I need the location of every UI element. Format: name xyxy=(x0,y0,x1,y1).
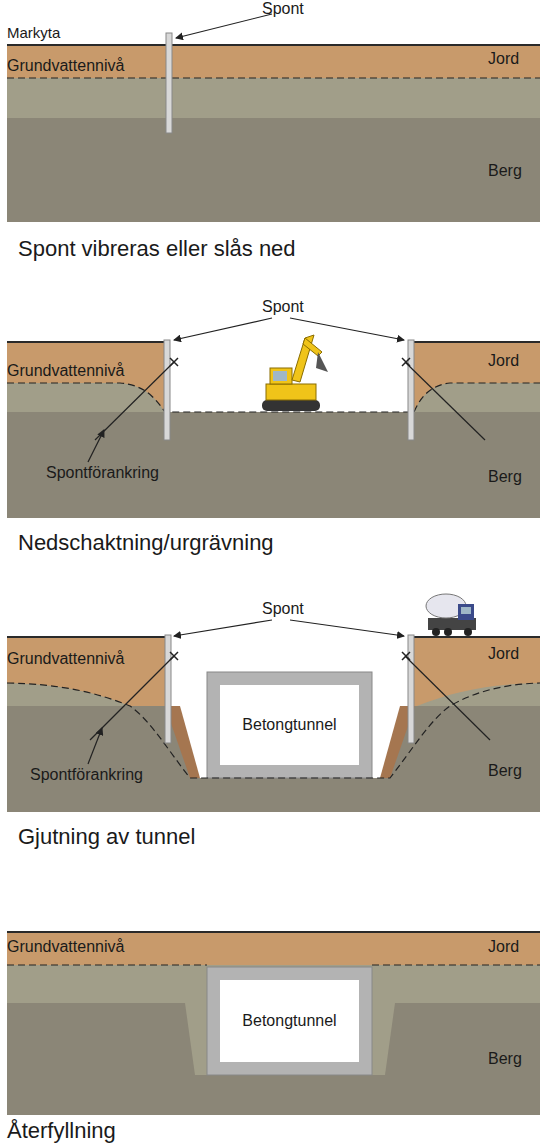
excavator xyxy=(262,335,328,411)
panel-2 xyxy=(7,318,540,518)
concrete-truck xyxy=(426,594,476,636)
panel-1 xyxy=(7,14,540,222)
surface-label: Markyta xyxy=(7,24,60,41)
step-caption: Nedschaktning/urgrävning xyxy=(18,530,274,555)
layer-label: Berg xyxy=(488,762,522,780)
layer-label: Berg xyxy=(488,468,522,486)
layer-label: Jord xyxy=(488,352,519,370)
step-caption: Gjutning av tunnel xyxy=(18,824,195,849)
layer-label: Berg xyxy=(488,1050,522,1068)
layer-label: Jord xyxy=(488,645,519,663)
water-level-label: Grundvattennivå xyxy=(7,938,124,956)
part-label: Spontförankring xyxy=(46,464,159,482)
tunnel-box: Betongtunnel xyxy=(220,685,359,765)
part-label: Spont xyxy=(262,298,304,316)
panel-3 xyxy=(7,594,540,812)
part-label: Spont xyxy=(262,0,304,18)
layer-label: Jord xyxy=(488,938,519,956)
tunnel-label: Betongtunnel xyxy=(242,716,336,734)
water-level-label: Grundvattennivå xyxy=(7,57,124,75)
tunnel-label: Betongtunnel xyxy=(242,1012,336,1030)
step-caption: Återfyllning xyxy=(7,1118,116,1143)
water-level-label: Grundvattennivå xyxy=(7,650,124,668)
panel-4 xyxy=(7,932,540,1115)
layer-label: Berg xyxy=(488,162,522,180)
part-label: Spont xyxy=(262,600,304,618)
step-caption: Spont vibreras eller slås ned xyxy=(18,236,296,261)
layer-label: Jord xyxy=(488,50,519,68)
water-level-label: Grundvattennivå xyxy=(7,362,124,380)
part-label: Spontförankring xyxy=(30,766,143,784)
tunnel-box: Betongtunnel xyxy=(220,980,359,1062)
